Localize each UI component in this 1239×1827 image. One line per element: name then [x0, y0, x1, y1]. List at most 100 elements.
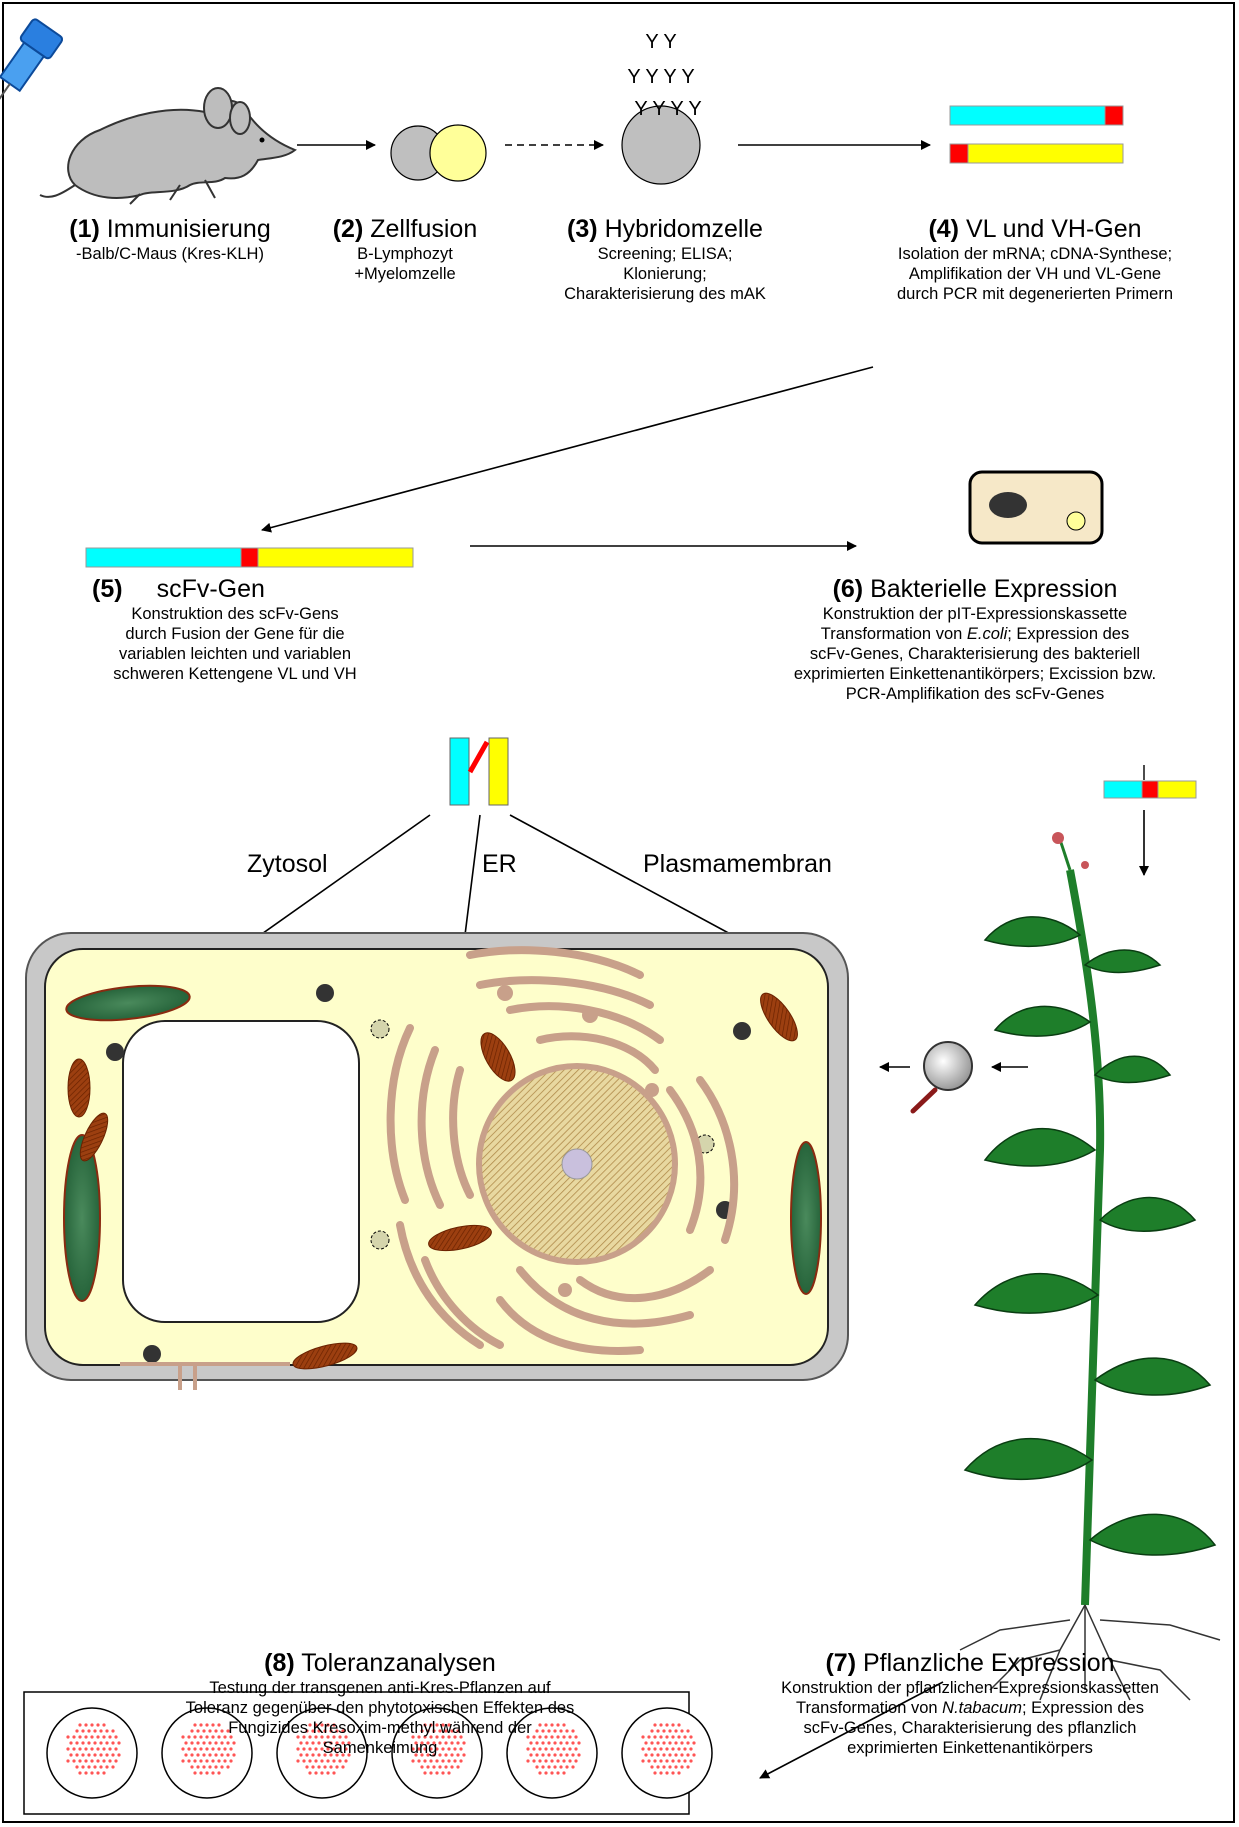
step-4-caption: (4) VL und VH-Gen Isolation der mRNA; cD… — [840, 214, 1230, 304]
target-plasmamembran-label: Plasmamembran — [643, 850, 832, 879]
seed-dot — [196, 1765, 199, 1768]
seed-dot — [429, 1759, 432, 1762]
seed-dot — [84, 1735, 87, 1738]
seed-dot — [656, 1729, 659, 1732]
seed-dot — [84, 1723, 87, 1726]
seed-dot — [680, 1741, 683, 1744]
seed-dot — [314, 1759, 317, 1762]
seed-dot — [677, 1771, 680, 1774]
step-6-desc-2: scFv-Genes, Charakterisierung des bakter… — [720, 644, 1230, 664]
seed-dot — [220, 1765, 223, 1768]
step-5-caption: (5)scFv-Gen Konstruktion des scFv-Gens d… — [55, 574, 415, 684]
seed-dot — [81, 1753, 84, 1756]
seed-dot — [653, 1747, 656, 1750]
scfv-gene — [86, 548, 413, 567]
seed-dot — [332, 1771, 335, 1774]
seed-dot — [662, 1741, 665, 1744]
seed-dot — [93, 1729, 96, 1732]
antibody-glyph: Y — [663, 66, 676, 88]
step-4-desc-1: Amplifikation der VH und VL-Gene — [840, 264, 1230, 284]
seed-dot — [344, 1759, 347, 1762]
seed-dot — [78, 1735, 81, 1738]
seed-dot — [668, 1741, 671, 1744]
step-5-desc-0: Konstruktion des scFv-Gens — [55, 604, 415, 624]
vacuole — [123, 1021, 359, 1322]
seed-dot — [105, 1765, 108, 1768]
vl-vh-genes — [950, 106, 1123, 163]
seed-dot — [108, 1759, 111, 1762]
step-7-title: Pflanzliche Expression — [863, 1649, 1115, 1677]
seed-dot — [574, 1759, 577, 1762]
seed-dot — [72, 1747, 75, 1750]
seed-dot — [99, 1741, 102, 1744]
step-2-desc-0: B-Lymphozyt — [305, 244, 505, 264]
seed-dot — [641, 1759, 644, 1762]
seed-dot — [87, 1729, 90, 1732]
seed-dot — [650, 1765, 653, 1768]
step-8-caption: (8) Toleranzanalysen Testung der transge… — [110, 1648, 650, 1758]
seed-dot — [692, 1741, 695, 1744]
seed-dot — [423, 1771, 426, 1774]
seed-dot — [659, 1747, 662, 1750]
seed-dot — [302, 1759, 305, 1762]
seed-dot — [650, 1741, 653, 1744]
arrow-4-5 — [262, 367, 873, 530]
step-8-desc-2: Fungizides Kresoxim-methyl während der — [110, 1718, 650, 1738]
step-5-desc-2: variablen leichten und variablen — [55, 644, 415, 664]
seed-dot — [568, 1759, 571, 1762]
seed-dot — [532, 1759, 535, 1762]
step-5-number: (5) — [92, 575, 123, 603]
seed-dot — [205, 1759, 208, 1762]
antibody-glyph: Y — [634, 98, 647, 120]
tobacco-plant-illustration — [960, 832, 1220, 1700]
seed-dot — [677, 1735, 680, 1738]
step-6-desc-1: Transformation von E.coli; Expression de… — [720, 624, 1230, 644]
step-7-caption: (7) Pflanzliche Expression Konstruktion … — [705, 1648, 1235, 1758]
seed-dot — [683, 1759, 686, 1762]
seed-dot — [105, 1729, 108, 1732]
seed-dot — [72, 1735, 75, 1738]
seed-dot — [90, 1771, 93, 1774]
seed-dot — [211, 1771, 214, 1774]
seed-dot — [102, 1759, 105, 1762]
seed-dot — [556, 1771, 559, 1774]
seed-dot — [683, 1735, 686, 1738]
seed-dot — [102, 1735, 105, 1738]
seed-dot — [96, 1771, 99, 1774]
seed-dot — [69, 1753, 72, 1756]
seed-dot — [329, 1765, 332, 1768]
step-1-number: (1) — [69, 215, 100, 243]
antibody-glyph: Y — [645, 66, 658, 88]
seed-dot — [447, 1771, 450, 1774]
step-8-desc-1: Toleranz gegenüber den phytotoxischen Ef… — [110, 1698, 650, 1718]
step-4-number: (4) — [928, 215, 959, 243]
step-6-number: (6) — [833, 575, 864, 603]
seed-dot — [447, 1759, 450, 1762]
step-2-number: (2) — [333, 215, 364, 243]
seed-dot — [686, 1729, 689, 1732]
step-6-desc-1a: Transformation von — [821, 625, 967, 643]
seed-dot — [105, 1753, 108, 1756]
seed-dot — [423, 1759, 426, 1762]
seed-dot — [199, 1759, 202, 1762]
seed-dot — [674, 1729, 677, 1732]
seed-dot — [671, 1723, 674, 1726]
step-8-desc-3: Samenkeimung — [110, 1738, 650, 1758]
seed-dot — [72, 1759, 75, 1762]
seed-dot — [435, 1771, 438, 1774]
mouse-illustration — [0, 18, 295, 204]
step-6-desc-4: PCR-Amplifikation des scFv-Genes — [720, 684, 1230, 704]
seed-dot — [87, 1741, 90, 1744]
cell-fusion-illustration — [391, 125, 486, 181]
seed-dot — [308, 1759, 311, 1762]
seed-dot — [193, 1771, 196, 1774]
step-6-title: Bakterielle Expression — [870, 575, 1117, 603]
seed-dot — [102, 1747, 105, 1750]
seed-dot — [444, 1765, 447, 1768]
antibody-glyph: Y — [681, 66, 694, 88]
plant-cell-illustration — [26, 933, 848, 1390]
seed-dot — [656, 1753, 659, 1756]
seed-dot — [653, 1723, 656, 1726]
seed-dot — [193, 1759, 196, 1762]
